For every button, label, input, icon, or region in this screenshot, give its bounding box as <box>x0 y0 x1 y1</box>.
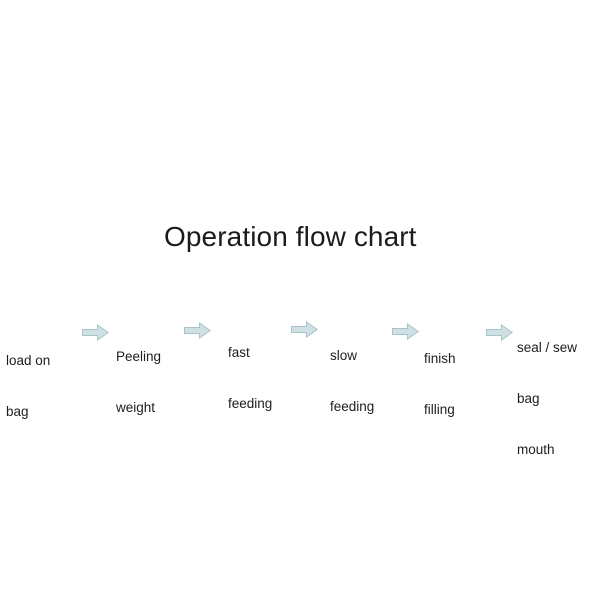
flow-step-finish-filling[interactable]: finish filling <box>424 316 456 452</box>
flow-step-line: bag <box>6 404 29 419</box>
page-title: Operation flow chart <box>164 221 417 252</box>
flow-arrow-right-icon <box>82 324 110 341</box>
flow-step-peeling-weight[interactable]: Peeling weight <box>116 314 161 450</box>
flow-step-line: feeding <box>330 399 375 414</box>
flow-step-line: feeding <box>228 396 273 411</box>
flow-arrow-right-icon <box>392 323 420 340</box>
flow-step-line: load on <box>6 353 51 368</box>
flow-step-line: fast <box>228 345 250 360</box>
flow-step-seal-sew-bag-mouth[interactable]: seal / sew bag mouth <box>517 305 577 492</box>
flow-step-line: weight <box>116 400 156 415</box>
flow-step-fast-feeding[interactable]: fast feeding <box>228 310 272 446</box>
flow-step-load-on-bag[interactable]: load on bag <box>6 318 50 454</box>
flow-step-slow-feeding[interactable]: slow feeding <box>330 313 374 449</box>
flow-step-line: finish <box>424 351 456 366</box>
flow-step-line: Peeling <box>116 349 162 364</box>
flow-arrow-right-icon <box>184 322 212 339</box>
flow-arrow-right-icon <box>486 324 514 341</box>
flow-step-line: bag <box>517 391 540 406</box>
flow-step-line: filling <box>424 402 455 417</box>
flow-step-line: seal / sew <box>517 340 578 355</box>
flow-arrow-right-icon <box>291 321 319 338</box>
flow-step-line: slow <box>330 348 358 363</box>
flow-step-line: mouth <box>517 442 555 457</box>
